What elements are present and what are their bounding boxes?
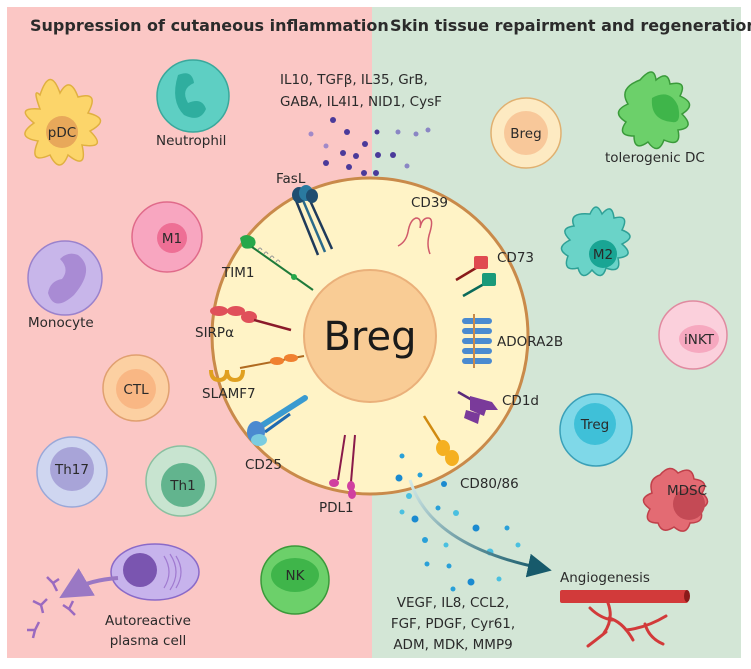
- cd73-receptor-icon: [455, 256, 496, 298]
- m2-cell: [560, 206, 631, 277]
- monocyte-cell: [27, 240, 103, 316]
- breg-cell-label: Breg: [323, 314, 416, 360]
- cd1d-receptor-icon: [457, 390, 498, 424]
- th1-cell: [145, 445, 217, 517]
- treg-cell: [559, 393, 633, 467]
- m1-label: M1: [162, 231, 182, 247]
- cd25-receptor-icon: [247, 395, 308, 446]
- adora2b-label: ADORA2B: [497, 334, 563, 350]
- nk-label: NK: [286, 568, 306, 584]
- fasl-receptor-icon: [292, 185, 334, 256]
- th17-label: Th17: [54, 462, 89, 478]
- tolerogenic-dc-cell: [617, 71, 691, 150]
- secreted-particles-bottom: [395, 453, 521, 592]
- cd80-86-receptor-icon: [422, 415, 459, 466]
- treg-label: Treg: [580, 417, 609, 433]
- th1-label: Th1: [169, 478, 195, 494]
- breg-small-cell: [490, 97, 562, 169]
- cd73-label: CD73: [497, 250, 534, 266]
- neutrophil-cell: [156, 59, 230, 133]
- blood-vessel-icon: [560, 590, 690, 648]
- neutrophil-label: Neutrophil: [156, 133, 226, 149]
- adora2b-receptor-icon: [462, 314, 492, 368]
- monocyte-label: Monocyte: [28, 315, 94, 331]
- sirpa-label: SIRPα: [195, 325, 234, 341]
- antibody-icons: [27, 576, 76, 639]
- pdc-cell: [24, 78, 102, 166]
- tim1-receptor-icon: [240, 235, 314, 291]
- slamf7-label: SLAMF7: [202, 386, 256, 402]
- nk-cell: [260, 545, 330, 615]
- cd39-label: CD39: [411, 195, 448, 211]
- secreted-factors-bottom-line2: FGF, PDGF, Cyr61,: [391, 616, 515, 632]
- ctl-label: CTL: [123, 382, 149, 398]
- pdl1-receptor-icon: [329, 434, 356, 499]
- sirpa-receptor-icon: [210, 306, 292, 332]
- angiogenesis-label: Angiogenesis: [560, 570, 650, 586]
- cd25-label: CD25: [245, 457, 282, 473]
- th17-cell: [36, 436, 108, 508]
- tim1-label: TIM1: [221, 265, 254, 281]
- cd80-86-label: CD80/86: [460, 476, 519, 492]
- slamf7-receptor-icon: [209, 354, 305, 383]
- secreted-factors-top-line2: GABA, IL4I1, NID1, CysF: [280, 94, 442, 110]
- plasma-cell-label-line2: plasma cell: [110, 633, 187, 649]
- secreted-factors-top-line1: IL10, TGFβ, IL35, GrB,: [280, 72, 428, 88]
- right-panel-title: Skin tissue repairment and regeneration: [390, 16, 751, 35]
- m1-cell: [131, 201, 203, 273]
- angiogenesis-arrow: [408, 479, 552, 578]
- breg-cell: Breg: [210, 176, 530, 496]
- plasma-cell-label-line1: Autoreactive: [105, 613, 191, 629]
- cd39-receptor-icon: [397, 217, 433, 255]
- tolerogenic-dc-label: tolerogenic DC: [605, 150, 705, 166]
- plasma-cell: [59, 543, 200, 601]
- cd1d-label: CD1d: [502, 393, 539, 409]
- inkt-cell: [658, 300, 728, 370]
- mdsc-label: MDSC: [667, 483, 707, 499]
- pdc-label: pDC: [48, 125, 76, 141]
- secreted-factors-bottom-line3: ADM, MDK, MMP9: [393, 637, 512, 653]
- secreted-factors-bottom-line1: VEGF, IL8, CCL2,: [397, 595, 510, 611]
- m2-label: M2: [593, 247, 613, 263]
- breg-small-label: Breg: [510, 126, 541, 142]
- pdl1-label: PDL1: [319, 500, 354, 516]
- fasl-label: FasL: [276, 171, 306, 187]
- mdsc-cell: [642, 467, 709, 532]
- ctl-cell: [102, 354, 170, 422]
- left-panel-title: Suppression of cutaneous inflammation: [30, 16, 389, 35]
- inkt-label: iNKT: [684, 332, 715, 348]
